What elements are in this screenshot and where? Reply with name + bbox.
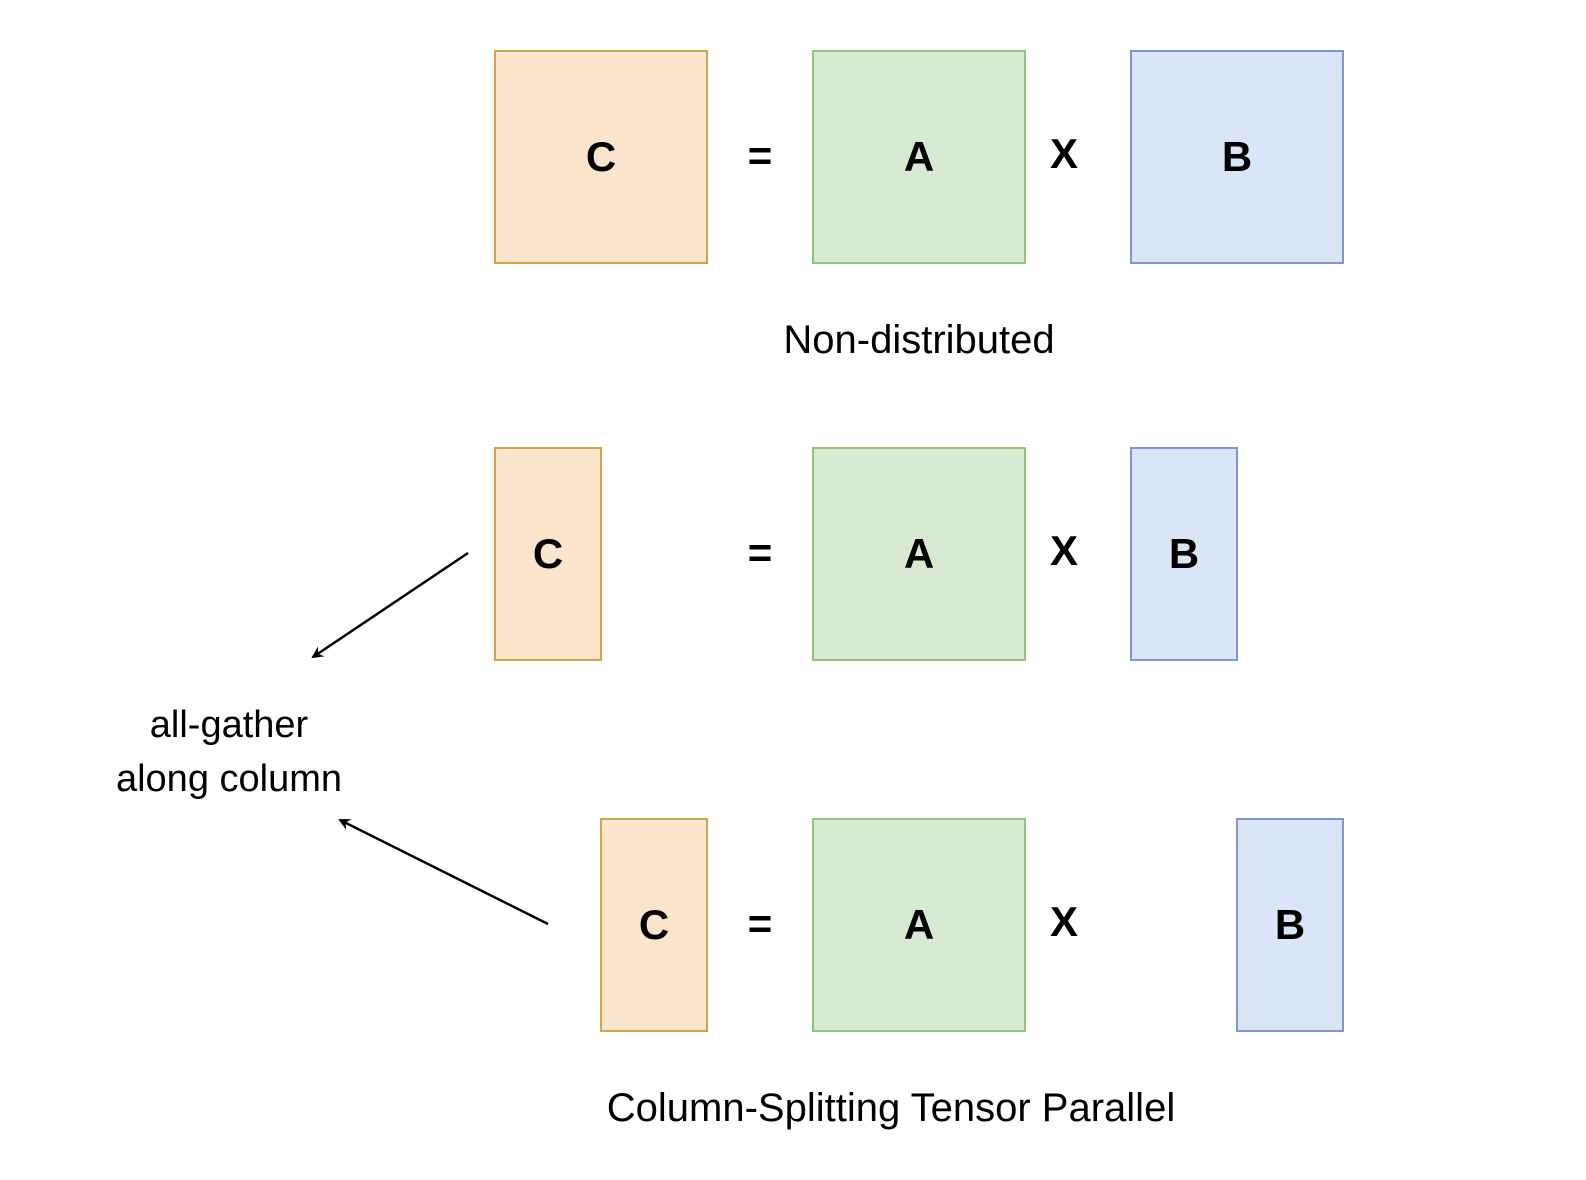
matrix-c-label: C (532, 530, 564, 577)
all-gather-note-line1: all-gather (149, 704, 309, 746)
matrix-a-label: A (903, 133, 935, 180)
multiply-sign: X (1049, 130, 1078, 177)
matrix-a-full: A (812, 447, 1026, 661)
equals-sign: = (747, 529, 773, 576)
matrix-a-full: A (812, 50, 1026, 264)
matrix-c-shard-left: C (494, 447, 602, 661)
arrow-from-bottom-shard (338, 818, 549, 926)
all-gather-note: all-gather along column (79, 698, 379, 806)
matrix-b-label: B (1168, 530, 1200, 577)
matrix-b-label: B (1221, 133, 1253, 180)
matrix-c-label: C (585, 133, 617, 180)
matrix-b-label: B (1274, 901, 1306, 948)
equals-sign: = (747, 900, 773, 947)
multiply-sign: X (1049, 527, 1078, 574)
matrix-c-label: C (638, 901, 670, 948)
caption-non-distributed: Non-distributed (783, 318, 1055, 362)
matrix-c-full: C (494, 50, 708, 264)
all-gather-note-line2: along column (115, 758, 343, 800)
matrix-a-label: A (903, 530, 935, 577)
matrix-b-full: B (1130, 50, 1344, 264)
arrow-from-top-shard (311, 551, 469, 659)
matrix-a-label: A (903, 901, 935, 948)
matrix-b-shard-right: B (1236, 818, 1344, 1032)
matrix-a-full: A (812, 818, 1026, 1032)
equals-sign: = (747, 132, 773, 179)
multiply-sign: X (1049, 898, 1078, 945)
matrix-c-shard-right: C (600, 818, 708, 1032)
matrix-b-shard-left: B (1130, 447, 1238, 661)
caption-column-splitting: Column-Splitting Tensor Parallel (606, 1086, 1176, 1130)
